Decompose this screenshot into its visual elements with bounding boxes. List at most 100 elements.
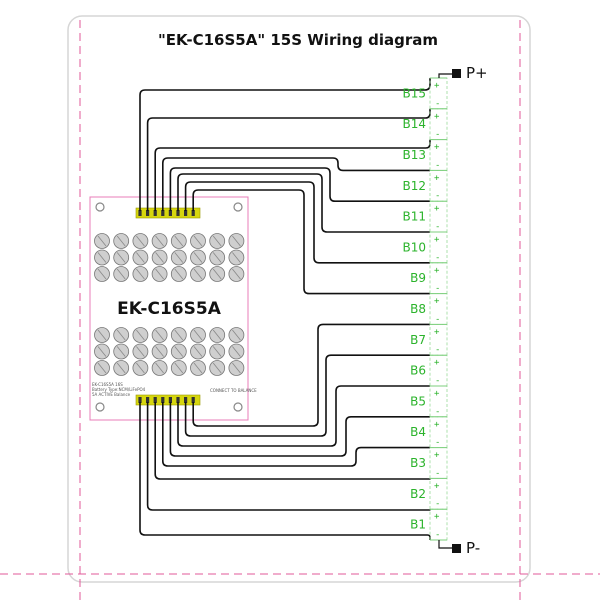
cell-label: B13	[402, 148, 426, 162]
mounting-hole-bottom-right	[233, 402, 243, 412]
connector-pin-bottom	[146, 397, 150, 403]
connector-pins-top	[138, 210, 195, 216]
cell-minus-sign: -	[435, 438, 440, 448]
capacitor-stripe	[174, 268, 184, 280]
balance-connector-top	[135, 207, 201, 219]
cell-plus-sign: +	[434, 389, 440, 399]
connector-pin-top	[146, 210, 150, 216]
terminal-negative-label: P-	[466, 539, 480, 557]
cell-minus-sign: -	[435, 407, 440, 417]
cell-label: B4	[410, 425, 426, 439]
capacitor-stripe	[174, 252, 184, 263]
capacitor-stripe	[232, 329, 241, 341]
cell-label: B1	[410, 518, 426, 532]
connector-pin-bottom	[161, 397, 165, 403]
terminal-negative-block	[452, 544, 461, 553]
cell-label: B8	[410, 302, 426, 316]
balancer-board: EK-C16S5A EK-C16S5A 16S Battery Type:NCM…	[89, 196, 257, 421]
balance-wire-bottom	[162, 402, 430, 467]
cell-label: B9	[410, 271, 426, 285]
board-label: EK-C16S5A	[117, 299, 222, 319]
cell-minus-sign: -	[435, 530, 440, 540]
capacitor-stripe	[232, 252, 241, 263]
mounting-hole-top-right	[233, 202, 243, 212]
terminal-negative: P-	[438, 539, 480, 557]
board-small-print-1: EK-C16S5A 16S	[92, 382, 123, 387]
capacitor-stripe	[193, 252, 203, 263]
connector-pin-top	[168, 210, 172, 216]
balance-wire-top	[177, 173, 430, 233]
cell-label: B5	[410, 394, 426, 408]
connector-pin-bottom	[184, 397, 188, 403]
capacitor-stripe	[97, 252, 107, 263]
capacitor-stripe	[136, 329, 145, 341]
cell-plus-sign: +	[434, 81, 440, 91]
cell-plus-sign: +	[434, 512, 440, 522]
cell-plus-sign: +	[434, 451, 440, 461]
cell-plus-sign: +	[434, 112, 440, 122]
cell-label: B6	[410, 364, 426, 378]
connector-pin-top	[184, 210, 188, 216]
balance-wire-top	[169, 167, 430, 211]
connector-pin-bottom	[168, 397, 172, 403]
capacitor-stripe	[116, 252, 126, 263]
cell-plus-sign: +	[434, 297, 440, 307]
balance-wire-bottom	[139, 402, 431, 540]
balance-wire-bottom	[169, 402, 430, 457]
cell-label: B10	[402, 240, 426, 254]
connector-pin-top	[138, 210, 142, 216]
terminal-negative-lead	[438, 540, 452, 549]
cell-minus-sign: -	[435, 99, 440, 109]
capacitor-stripe	[174, 235, 184, 247]
capacitor-stripe	[136, 235, 145, 247]
cell-plus-sign: +	[434, 266, 440, 276]
connector-pin-top	[191, 210, 195, 216]
capacitor-stripe	[212, 329, 222, 341]
cell-plus-sign: +	[434, 235, 440, 245]
board-side-print: CONNECT TO BALANCE	[210, 388, 257, 393]
terminal-positive: P+	[438, 64, 488, 82]
terminal-positive-block	[452, 69, 461, 78]
capacitor-stripe	[155, 268, 164, 280]
board-outline	[89, 196, 249, 421]
capacitor-stripe	[193, 329, 203, 341]
cell-minus-sign: -	[435, 376, 440, 386]
cell-label: B11	[402, 210, 426, 224]
capacitor-stripe	[97, 346, 107, 357]
cell-label: B12	[402, 179, 426, 193]
capacitor-stripe	[97, 235, 107, 247]
balance-connector-bottom	[135, 394, 201, 406]
capacitor-stripe	[212, 268, 222, 280]
capacitor-stripe	[116, 362, 126, 374]
balance-wire-bottom	[177, 385, 430, 447]
capacitor-stripe	[155, 235, 164, 247]
cell-plus-sign: +	[434, 327, 440, 337]
mounting-hole-bottom-left	[95, 402, 105, 412]
capacitor-stripe	[136, 362, 145, 374]
capacitor-stripe	[116, 268, 126, 280]
cell-plus-sign: +	[434, 143, 440, 153]
capacitor-stripe	[136, 252, 145, 263]
connector-pin-bottom	[176, 397, 180, 403]
capacitor-stripe	[212, 235, 222, 247]
capacitor-stripe	[193, 346, 203, 357]
capacitor-stripe	[193, 268, 203, 280]
capacitor-stripe	[193, 235, 203, 247]
balance-wire-top	[162, 157, 430, 211]
connector-pin-bottom	[153, 397, 157, 403]
cell-plus-sign: +	[434, 420, 440, 430]
capacitor-stripe	[155, 329, 164, 341]
connector-pin-top	[153, 210, 157, 216]
capacitor-stripe	[174, 329, 184, 341]
capacitor-stripe	[232, 362, 241, 374]
connector-pin-bottom	[138, 397, 142, 403]
balance-wire-bottom	[192, 323, 430, 427]
balance-wire-top	[192, 189, 430, 295]
capacitor-stripe	[212, 362, 222, 374]
capacitor-stripe	[232, 235, 241, 247]
cell-label: B14	[402, 117, 426, 131]
cell-plus-sign: +	[434, 173, 440, 183]
board-small-print-3: 5A ACTIVE Balance	[92, 392, 131, 397]
